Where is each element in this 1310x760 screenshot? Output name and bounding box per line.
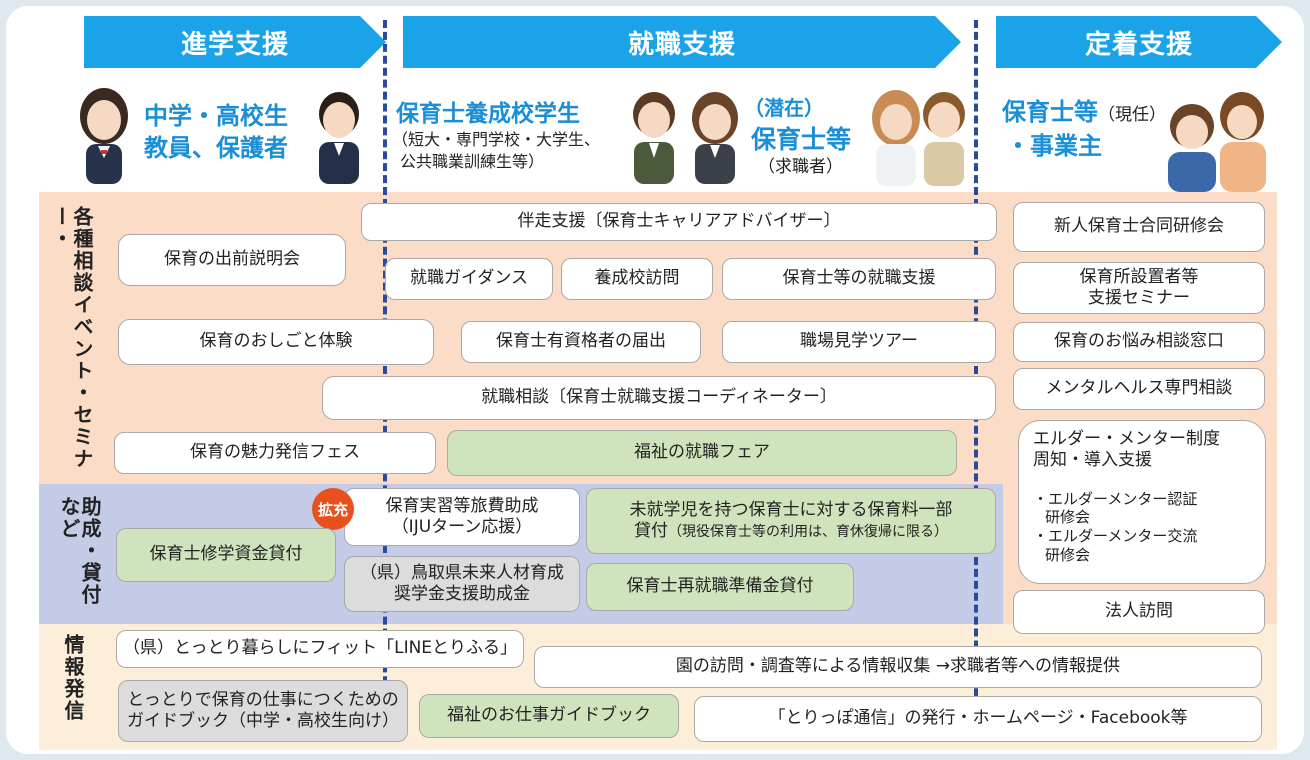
box-school-visit: 養成校訪問 xyxy=(561,258,713,300)
expand-badge: 拡充 xyxy=(312,488,354,530)
target-jobseeker-title: 保育士等 xyxy=(751,125,852,154)
elder-line-1: エルダー・メンター制度 xyxy=(1033,429,1220,449)
box-reemployment-loan: 保育士再就職準備金貸付 xyxy=(586,563,854,611)
box-line-torifuru: （県）とっとり暮らしにフィット「LINEとりふる」 xyxy=(116,630,524,668)
box-founder-seminar: 保育所設置者等 支援セミナー xyxy=(1013,262,1265,314)
box-founder-seminar-line2: 支援セミナー xyxy=(1088,288,1190,308)
box-demae-session: 保育の出前説明会 xyxy=(118,234,346,286)
box-workplace-tour: 職場見学ツアー xyxy=(722,321,996,363)
box-job-consultation: 就職相談〔保育士就職支援コーディネーター〕 xyxy=(322,376,996,420)
trainee-woman-illustration xyxy=(692,92,738,184)
support-diagram: 進学支援 就職支援 定着支援 xyxy=(6,6,1304,754)
box-training-travel-aid-line2: （IJUターン応援） xyxy=(391,517,533,537)
box-appeal-fes: 保育の魅力発信フェス xyxy=(114,432,436,474)
box-preschool-fee-loan-word: 貸付 xyxy=(634,521,668,541)
box-future-talent-line1: （県）鳥取県未来人材育成 xyxy=(360,562,564,583)
target-jobseeker-sub: （求職者） xyxy=(758,157,843,177)
box-visit-research: 園の訪問・調査等による情報収集 →求職者等への情報提供 xyxy=(534,646,1262,688)
worker-couple-illustration xyxy=(1168,92,1266,192)
box-future-talent-scholarship: （県）鳥取県未来人材育成 奨学金支援助成金 xyxy=(344,556,580,612)
box-guidebook-line1: とっとりで保育の仕事につくための xyxy=(127,689,399,710)
target-latent-label: （潜在） xyxy=(744,96,824,120)
target-current-paren: （現任） xyxy=(1098,105,1166,125)
box-new-staff-training: 新人保育士合同研修会 xyxy=(1013,202,1265,252)
stage-shingaku-arrow: 進学支援 xyxy=(84,16,386,68)
box-founder-seminar-line1: 保育所設置者等 xyxy=(1079,266,1199,287)
box-corporate-visit: 法人訪問 xyxy=(1013,590,1265,634)
box-preschool-fee-loan-note: （現役保育士等の利用は、育休復帰に限る） xyxy=(668,524,948,540)
band-label-info: 情報発信 xyxy=(61,634,85,722)
box-training-travel-aid-line1: 保育実習等旅費助成 xyxy=(385,495,539,516)
box-mental-health: メンタルヘルス専門相談 xyxy=(1013,368,1265,410)
box-future-talent-line2: 奨学金支援助成金 xyxy=(394,584,530,604)
box-elder-mentor: エルダー・メンター制度 周知・導入支援 ・エルダーメンター認証 研修会 ・エルダ… xyxy=(1018,420,1266,584)
target-teachers-parents: 教員、保護者 xyxy=(144,134,288,162)
target-employers: ・事業主 xyxy=(1006,132,1102,160)
elder-line-4: 研修会 xyxy=(1045,508,1091,527)
box-worry-consultation: 保育のお悩み相談窓口 xyxy=(1013,322,1265,362)
box-preschool-fee-loan-line2: 貸付（現役保育士等の利用は、育休復帰に限る） xyxy=(634,521,948,542)
elder-line-2: 周知・導入支援 xyxy=(1033,450,1152,471)
box-guidebook-line2: ガイドブック（中学・高校生向け） xyxy=(127,711,399,731)
box-training-travel-aid: 保育実習等旅費助成 （IJUターン応援） xyxy=(344,488,580,546)
student-boy-illustration xyxy=(319,92,359,184)
elder-line-5: ・エルダーメンター交流 xyxy=(1033,527,1198,545)
stage-shushoku-arrow: 就職支援 xyxy=(403,16,961,68)
box-qualified-registration: 保育士有資格者の届出 xyxy=(461,321,701,363)
stage-teichaku-arrow: 定着支援 xyxy=(996,16,1282,68)
target-training-school-detail-1: （短大・専門学校・大学生、 xyxy=(392,130,601,149)
elder-line-3: ・エルダーメンター認証 xyxy=(1033,489,1198,508)
target-current-workers: 保育士等（現任） xyxy=(1002,92,1166,127)
band-label-loans: 助成・貸付など xyxy=(57,496,102,606)
box-job-support: 保育士等の就職支援 xyxy=(722,258,996,300)
box-preschool-fee-loan: 未就学児を持つ保育士に対する保育料一部 貸付（現役保育士等の利用は、育休復帰に限… xyxy=(586,488,996,554)
box-guidebook-students: とっとりで保育の仕事につくための ガイドブック（中学・高校生向け） xyxy=(118,680,408,742)
box-torippo-newsletter: 「とりっぽ通信」の発行・ホームページ・Facebook等 xyxy=(694,696,1262,742)
elder-line-6: 研修会 xyxy=(1045,545,1091,564)
box-preschool-fee-loan-line1: 未就学児を持つ保育士に対する保育料一部 xyxy=(629,499,953,520)
target-jhs-hs-students: 中学・高校生 xyxy=(144,102,288,130)
target-training-school-detail-2: 公共職業訓練生等） xyxy=(400,152,545,171)
trainee-man-illustration xyxy=(633,92,675,184)
target-training-school-students: 保育士養成校学生 xyxy=(396,101,580,127)
box-oshigoto-experience: 保育のおしごと体験 xyxy=(118,319,434,365)
jobseeker-couple-illustration xyxy=(872,90,965,186)
box-job-guidance: 就職ガイダンス xyxy=(385,258,553,300)
band-label-events: 各種相談イベント・セミナー・ xyxy=(49,206,94,470)
box-welfare-guidebook: 福祉のお仕事ガイドブック xyxy=(419,694,679,738)
target-current-title: 保育士等 xyxy=(1002,98,1098,126)
student-girl-illustration xyxy=(80,88,128,184)
box-accompany-support: 伴走支援〔保育士キャリアアドバイザー〕 xyxy=(361,203,997,241)
box-welfare-job-fair: 福祉の就職フェア xyxy=(447,430,957,476)
box-study-loan: 保育士修学資金貸付 xyxy=(116,528,336,582)
